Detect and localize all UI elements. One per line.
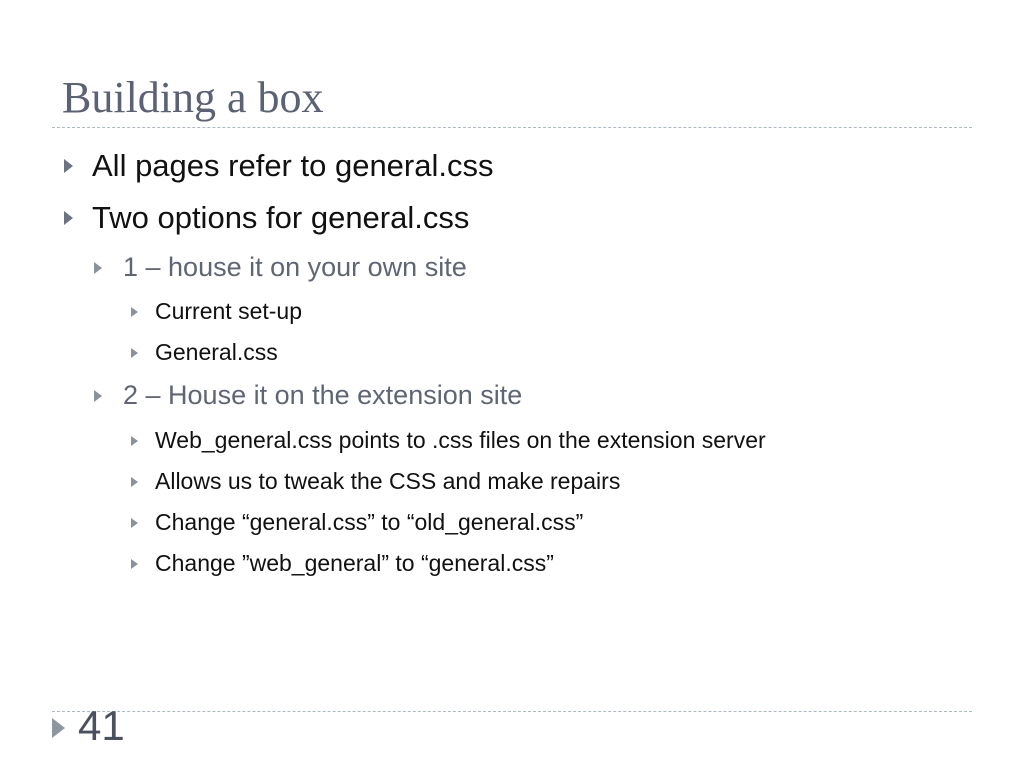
bullet-arrow-icon — [131, 307, 138, 317]
bullet-arrow-icon — [64, 159, 73, 173]
slide-title: Building a box — [62, 73, 324, 122]
bullet-arrow-icon — [64, 211, 73, 225]
bullet-text: Change “general.css” to “old_general.css… — [155, 509, 584, 535]
bullet-arrow-icon — [94, 262, 102, 274]
bullet-text: General.css — [155, 339, 278, 365]
bullet-arrow-icon — [94, 390, 102, 402]
bullet-text: All pages refer to general.css — [92, 148, 494, 183]
bullet-arrow-icon — [131, 348, 138, 358]
bullet-text: Web_general.css points to .css files on … — [155, 427, 766, 453]
bullet-arrow-icon — [131, 477, 138, 487]
bullet-text: Current set-up — [155, 298, 303, 324]
bullet-text: 1 – house it on your own site — [123, 252, 467, 282]
bullet-arrow-icon — [131, 518, 138, 528]
title-divider — [52, 127, 972, 128]
page-arrow-icon — [52, 718, 65, 738]
bullet-arrow-icon — [131, 436, 138, 446]
page-number: 41 — [78, 702, 125, 749]
bullet-text: Two options for general.css — [92, 200, 470, 235]
bullet-text: Change ”web_general” to “general.css” — [155, 550, 554, 576]
bullet-arrow-icon — [131, 559, 138, 569]
footer-divider — [52, 711, 972, 712]
bullet-text: Allows us to tweak the CSS and make repa… — [155, 468, 621, 494]
bullet-text: 2 – House it on the extension site — [123, 380, 523, 410]
